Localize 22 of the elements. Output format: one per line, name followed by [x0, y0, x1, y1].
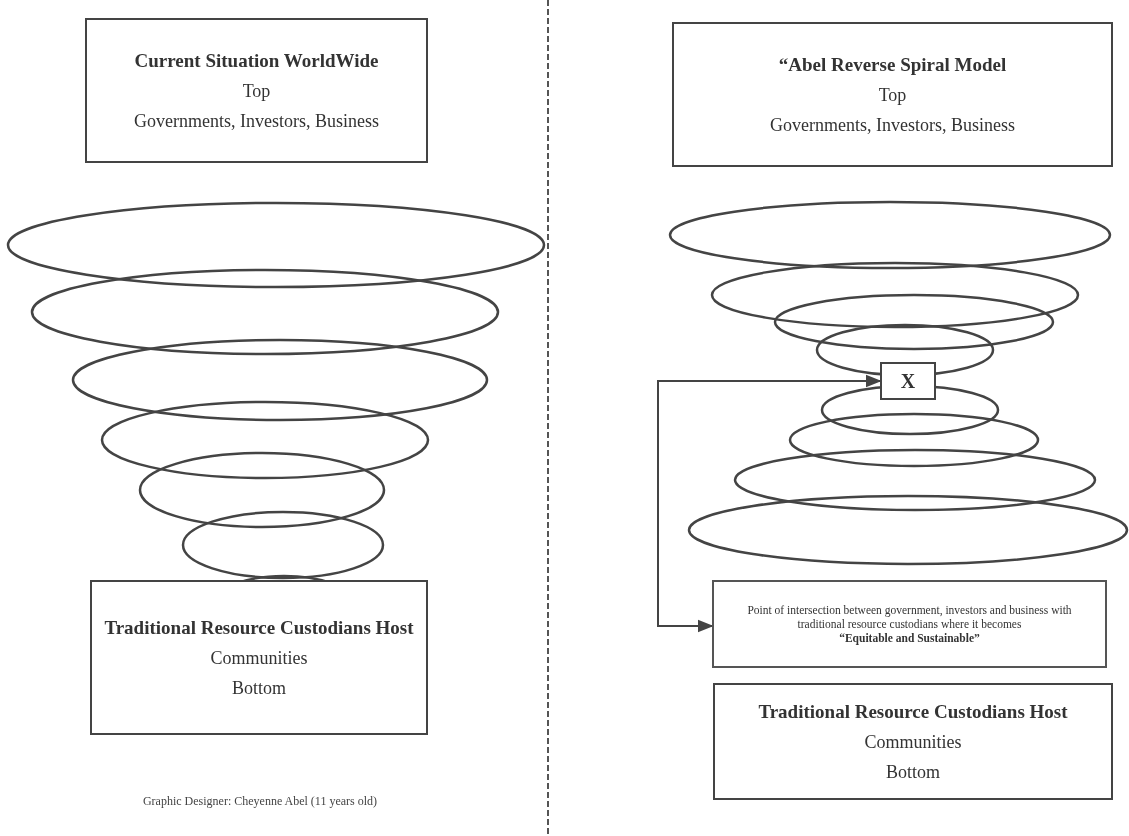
box-line: Top — [242, 79, 271, 103]
box-heading: Traditional Resource Custodians Host — [104, 615, 414, 640]
callout-box — [712, 580, 1107, 668]
box-line: Communities — [864, 730, 962, 754]
text-box — [90, 580, 428, 735]
emphasis-text: “Equitable and Sustainable” — [839, 631, 980, 645]
text-box — [85, 18, 428, 163]
box-line: Governments, Investors, Business — [134, 109, 379, 133]
box-line: Bottom — [232, 676, 286, 700]
connector-arrow — [657, 374, 882, 633]
box-line: Bottom — [886, 760, 940, 784]
box-heading: “Abel Reverse Spiral Model — [778, 52, 1007, 77]
text-box — [672, 22, 1113, 167]
box-line: Communities — [210, 646, 308, 670]
box-line: Top — [878, 83, 907, 107]
callout-text: Point of intersection between government, investors and business with traditional resource custodians where it becomes — [746, 603, 1073, 631]
marker-box: X — [880, 362, 936, 400]
box-line: Governments, Investors, Business — [770, 113, 1015, 137]
box-heading: Current Situation WorldWide — [134, 48, 379, 73]
designer-credit: Graphic Designer: Cheyenne Abel (11 years old) — [141, 793, 379, 810]
box-heading: Traditional Resource Custodians Host — [758, 699, 1068, 724]
text-box — [713, 683, 1113, 800]
